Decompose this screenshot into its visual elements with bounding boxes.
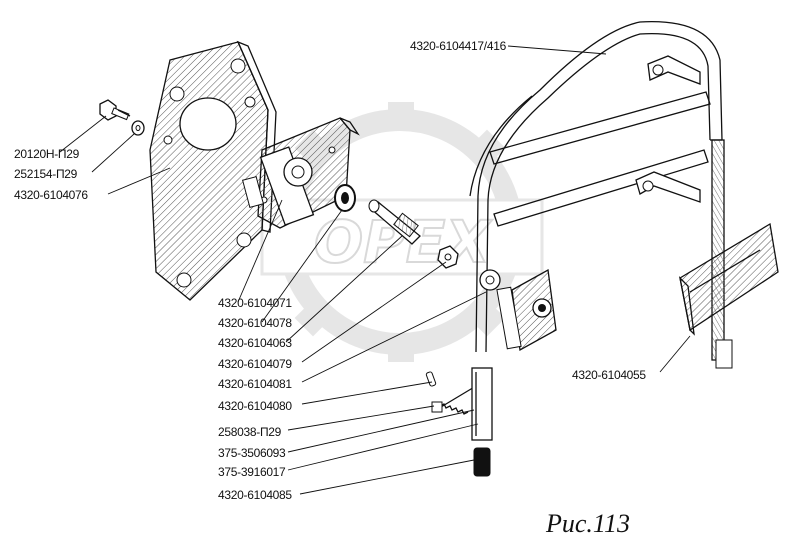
figure-caption: Рис.113 (545, 509, 630, 538)
lower-bracket (479, 268, 557, 352)
label-375-3916017: 375-3916017 (218, 465, 286, 479)
adjust-screw (425, 371, 477, 415)
drive-shaft (368, 199, 421, 245)
label-plate: 4320-6104076 (14, 188, 88, 202)
bolt (99, 99, 131, 121)
label-frame: 4320-6104417/416 (410, 39, 507, 53)
label-4320-6104063: 4320-6104063 (218, 336, 292, 350)
label-4320-6104071: 4320-6104071 (218, 296, 292, 310)
label-4320-6104085: 4320-6104085 (218, 488, 292, 502)
leader-lines (59, 45, 691, 495)
mounting-plate (149, 40, 277, 301)
hex-nut (437, 245, 459, 269)
label-washer: 252154-П29 (14, 167, 78, 181)
label-375-3506093: 375-3506093 (218, 446, 286, 460)
label-4320-6104055: 4320-6104055 (572, 368, 646, 382)
glass-holder (678, 222, 779, 336)
label-bolt: 20120Н-П29 (14, 147, 80, 161)
lift-rod (471, 367, 493, 477)
label-4320-6104081: 4320-6104081 (218, 377, 292, 391)
washer (131, 120, 145, 136)
label-4320-6104080: 4320-6104080 (218, 399, 292, 413)
label-4320-6104078: 4320-6104078 (218, 316, 292, 330)
label-4320-6104079: 4320-6104079 (218, 357, 292, 371)
mechanism-housing (242, 117, 360, 229)
label-258038-P29: 258038-П29 (218, 425, 282, 439)
seal-ring (334, 184, 356, 212)
